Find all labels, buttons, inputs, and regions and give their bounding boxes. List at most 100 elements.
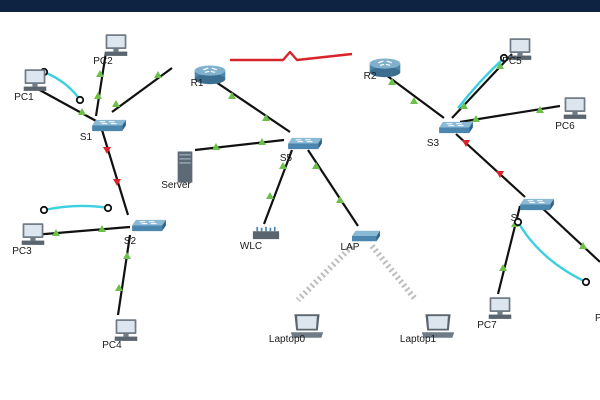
device-label-laptop1: Laptop1	[400, 334, 437, 345]
link-r1-r2[interactable]	[230, 50, 353, 62]
console-port-console-pc5-s3-0	[499, 53, 509, 63]
port-status-s2-pc4-0	[123, 252, 131, 259]
link-s5-lap[interactable]	[307, 149, 359, 227]
port-status-r2-s3-0	[388, 78, 396, 85]
switch-icon	[438, 121, 474, 134]
device-s5[interactable]: S5	[280, 137, 323, 164]
link-console-s4-pc8[interactable]	[516, 221, 587, 284]
device-laptop1[interactable]: Laptop1	[400, 314, 455, 345]
access-point-icon	[352, 230, 380, 242]
link-s5-wlc[interactable]	[262, 149, 294, 225]
port-status-r1-s1-0	[112, 100, 120, 107]
link-s2-pc3[interactable]	[32, 225, 131, 237]
device-server[interactable]: Server	[161, 151, 193, 191]
device-label-pc8: P	[595, 313, 600, 324]
port-status-s3-s4-0	[462, 140, 470, 147]
console-port-console-pc1-s1-1	[75, 95, 85, 105]
switch-icon	[287, 137, 323, 150]
device-label-pc7: PC7	[477, 320, 497, 331]
console-port-console-s4-pc8-0	[513, 217, 523, 227]
port-status-r1-s5-0	[228, 92, 236, 99]
device-pc1[interactable]: PC1	[14, 69, 47, 103]
server-icon	[177, 151, 193, 183]
switch-icon	[519, 198, 555, 211]
device-label-r2: R2	[364, 71, 377, 82]
link-r1-s1[interactable]	[111, 67, 173, 113]
link-r1-s5[interactable]	[209, 77, 291, 133]
links	[32, 50, 600, 316]
pc-icon	[488, 297, 512, 319]
port-status-s3-pc6-1	[536, 106, 544, 113]
pc-icon	[23, 69, 47, 91]
device-label-pc1: PC1	[14, 92, 34, 103]
port-status-s3-pc6-0	[472, 115, 480, 122]
port-status-s1-pc2-1	[94, 92, 102, 99]
device-label-lap: LAP	[341, 242, 360, 253]
port-status-r2-s3-1	[410, 97, 418, 104]
device-pc7[interactable]: PC7	[477, 297, 512, 331]
device-pc5[interactable]: PC5	[502, 38, 532, 67]
device-label-s5: S5	[280, 153, 293, 164]
port-status-s3-pc5-1	[496, 62, 504, 69]
link-wireless-lap-laptop1[interactable]	[369, 244, 419, 302]
device-s4[interactable]: S	[511, 198, 555, 224]
device-label-pc3: PC3	[12, 246, 32, 257]
device-r2[interactable]: R2	[364, 57, 401, 83]
port-status-s5-wlc-0	[279, 162, 287, 169]
device-s3[interactable]: S3	[427, 121, 474, 149]
port-status-s3-pc5-0	[460, 102, 468, 109]
link-wireless-lap-laptop0[interactable]	[295, 243, 355, 303]
port-status-s4-pc8-0	[579, 242, 587, 249]
device-label-r1: R1	[191, 78, 204, 89]
port-status-s5-wlc-1	[266, 192, 274, 199]
link-s1-pc1[interactable]	[35, 87, 99, 123]
console-port-console-s2-pc3-0	[39, 205, 49, 215]
pc-icon	[104, 34, 128, 56]
device-label-s2: S2	[124, 236, 137, 247]
device-label-s4: S	[511, 213, 518, 224]
device-label-pc5: PC5	[502, 56, 522, 67]
device-pc8[interactable]: P	[595, 279, 600, 324]
device-label-wlc: WLC	[240, 241, 262, 252]
port-status-s2-pc4-1	[115, 284, 123, 291]
link-s4-pc8[interactable]	[539, 205, 600, 263]
device-pc6[interactable]: PC6	[555, 97, 587, 132]
device-label-s1: S1	[80, 132, 93, 143]
device-label-laptop0: Laptop0	[269, 334, 306, 345]
port-status-s3-s4-1	[496, 171, 504, 178]
port-status-s1-s2-1	[113, 179, 121, 186]
port-status-r1-s1-1	[154, 71, 162, 78]
port-status-s2-pc3-0	[52, 229, 60, 236]
link-r2-s3[interactable]	[381, 71, 445, 119]
wlc-icon	[251, 226, 281, 240]
device-pc2[interactable]: PC2	[93, 34, 128, 67]
device-laptop0[interactable]: Laptop0	[269, 314, 324, 345]
switch-icon	[131, 219, 167, 232]
console-port-console-s4-pc8-1	[581, 277, 591, 287]
device-s1[interactable]: S1	[80, 119, 127, 143]
device-wlc[interactable]: WLC	[240, 226, 281, 252]
link-console-s2-pc3[interactable]	[43, 204, 109, 212]
pc-icon	[114, 319, 138, 341]
port-status-s5-lap-0	[312, 162, 320, 169]
link-s5-server[interactable]	[194, 138, 285, 152]
device-pc3[interactable]: PC3	[12, 223, 45, 257]
device-s2[interactable]: S2	[124, 219, 167, 247]
device-pc4[interactable]: PC4	[102, 319, 138, 351]
link-s1-s2[interactable]	[100, 129, 130, 216]
link-s2-pc4[interactable]	[116, 234, 132, 316]
device-label-pc2: PC2	[93, 56, 113, 67]
device-r1[interactable]: R1	[191, 64, 226, 90]
port-status-s1-s2-0	[103, 147, 111, 154]
port-status-s4-pc7-1	[499, 264, 507, 271]
link-s3-s4[interactable]	[455, 133, 526, 198]
header-bar	[0, 0, 600, 12]
switch-icon	[91, 119, 127, 132]
link-s1-pc2[interactable]	[94, 51, 108, 117]
port-status-s5-server-1	[258, 138, 266, 145]
pc-icon	[21, 223, 45, 245]
link-console-pc5-s3[interactable]	[457, 57, 505, 109]
device-lap[interactable]: LAP	[341, 230, 380, 253]
